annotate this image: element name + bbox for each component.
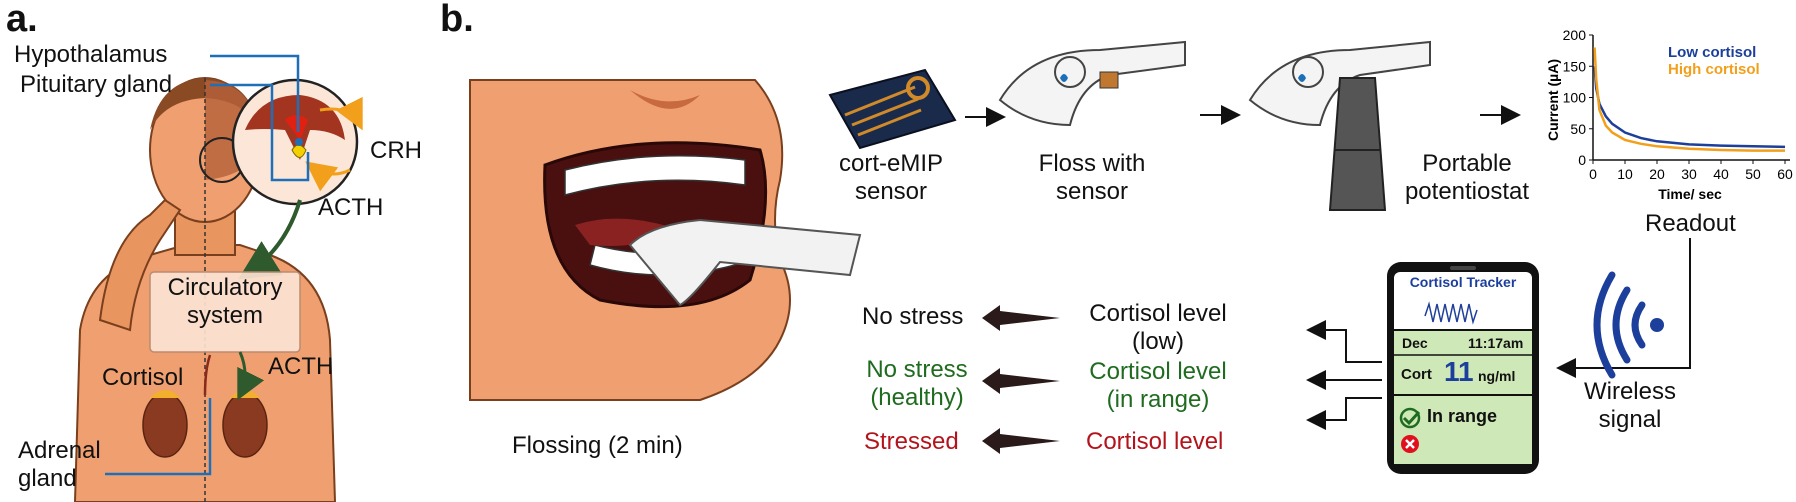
floss-line-2: sensor (1055, 178, 1129, 205)
no-stress-healthy-label: No stress (healthy) (858, 356, 976, 412)
legend-high-cortisol: High cortisol (1668, 61, 1760, 78)
phone-status-label: In range (1427, 406, 1498, 426)
range-level-line-2: (in range) (1106, 386, 1210, 413)
sensor-label: cort-eMIP sensor (836, 150, 946, 206)
cortisol-arrow (203, 354, 212, 396)
readout-label: Readout (1645, 210, 1736, 237)
cortisol-level-low-label: Cortisol level (low) (1068, 300, 1248, 356)
current-vs-time-chart: 0 10 20 30 40 50 60 0 50 100 150 200 Low cortisol H… (1545, 27, 1793, 202)
sensor-line-2: sensor (854, 178, 928, 205)
acth-arrow-top (238, 199, 302, 280)
phone-date: Dec (1402, 335, 1428, 351)
low-cortisol-line (1593, 66, 1786, 149)
chart-x-label: Time/ sec (1658, 186, 1722, 202)
phone-cort-label: Cort (1401, 366, 1432, 383)
wireless-signal-label: Wireless signal (1575, 378, 1685, 434)
range-result-line-1: No stress (866, 356, 968, 383)
adrenal-line-2: gland (18, 465, 77, 492)
checkmark-icon (1402, 410, 1421, 426)
range-result-line-2: (healthy) (870, 384, 964, 411)
phone-cort-value: 11 (1444, 356, 1474, 387)
x-tick-label: 20 (1649, 166, 1665, 182)
cort-emip-sensor-chip (828, 68, 957, 150)
potentiostat-label: Portable potentiostat (1392, 150, 1542, 206)
outcome-arrows (982, 305, 1060, 454)
cortisol-tracker-phone (1387, 262, 1539, 474)
panel-a-label: a. (6, 0, 38, 40)
low-level-line-2: (low) (1132, 328, 1184, 355)
process-arrows (965, 105, 1691, 430)
cortisol-label: Cortisol (102, 364, 184, 391)
acth-top-label: ACTH (318, 194, 384, 221)
cortisol-level-high-label: Cortisol level (1086, 428, 1224, 455)
crh-label: CRH (370, 137, 422, 164)
y-tick-label: 50 (1570, 121, 1586, 137)
adrenal-gland-label: Adrenal gland (18, 437, 101, 493)
low-level-line-1: Cortisol level (1089, 300, 1227, 327)
legend-low-cortisol: Low cortisol (1668, 44, 1756, 61)
chart-y-label: Current (µA) (1545, 59, 1561, 141)
sensor-line-1: cort-eMIP (838, 150, 943, 177)
wireless-signal-icon (1593, 271, 1664, 379)
x-tick-label: 40 (1713, 166, 1729, 182)
circulatory-line-2: system (186, 302, 263, 329)
acth-arrow-bottom (237, 351, 265, 401)
x-tick-label: 0 (1589, 166, 1597, 182)
close-icon (1405, 439, 1415, 449)
check-icon (1399, 407, 1421, 429)
pituitary-gland-label: Pituitary gland (20, 71, 173, 98)
phone-time: 11:17am (1468, 335, 1524, 351)
cortisol-level-in-range-label: Cortisol level (in range) (1068, 358, 1248, 414)
panel-b-label: b. (440, 0, 474, 40)
x-tick-label: 30 (1681, 166, 1697, 182)
brain-zoom-inset (231, 78, 363, 206)
circulatory-line-1: Circulatory (167, 274, 283, 301)
floss-line-1: Floss with (1038, 150, 1146, 177)
no-stress-label: No stress (862, 303, 964, 330)
high-cortisol-line (1593, 47, 1785, 152)
wireless-line-2: signal (1598, 406, 1662, 433)
stressed-label: Stressed (864, 428, 959, 455)
floss-with-sensor-illustration (998, 40, 1186, 127)
phone-cort-unit: ng/ml (1478, 368, 1516, 384)
x-tick-label: 60 (1777, 166, 1793, 182)
floss-with-sensor-label: Floss with sensor (1022, 150, 1162, 206)
y-tick-label: 150 (1563, 58, 1587, 74)
panel-a-leader-lines (105, 54, 310, 476)
portable-potentiostat-illustration (1248, 40, 1431, 211)
floss-pick (628, 218, 862, 307)
hypothalamus-label: Hypothalamus (14, 41, 168, 68)
y-tick-label: 0 (1578, 152, 1586, 168)
y-tick-label: 200 (1563, 27, 1587, 43)
x-tick-label: 10 (1617, 166, 1633, 182)
circulatory-box (149, 271, 301, 353)
flossing-label: Flossing (2 min) (512, 432, 683, 459)
adrenal-line-1: Adrenal (18, 437, 101, 464)
acth-bottom-label: ACTH (268, 353, 334, 380)
wireless-line-1: Wireless (1583, 378, 1676, 405)
range-level-line-1: Cortisol level (1089, 358, 1227, 385)
potentiostat-line-1: Portable (1422, 150, 1512, 177)
phone-app-title: Cortisol Tracker (1409, 274, 1517, 290)
x-tick-label: 50 (1745, 166, 1761, 182)
potentiostat-line-2: potentiostat (1404, 178, 1530, 205)
y-tick-label: 100 (1563, 90, 1587, 106)
circulatory-system-label: Circulatory system (150, 274, 300, 330)
